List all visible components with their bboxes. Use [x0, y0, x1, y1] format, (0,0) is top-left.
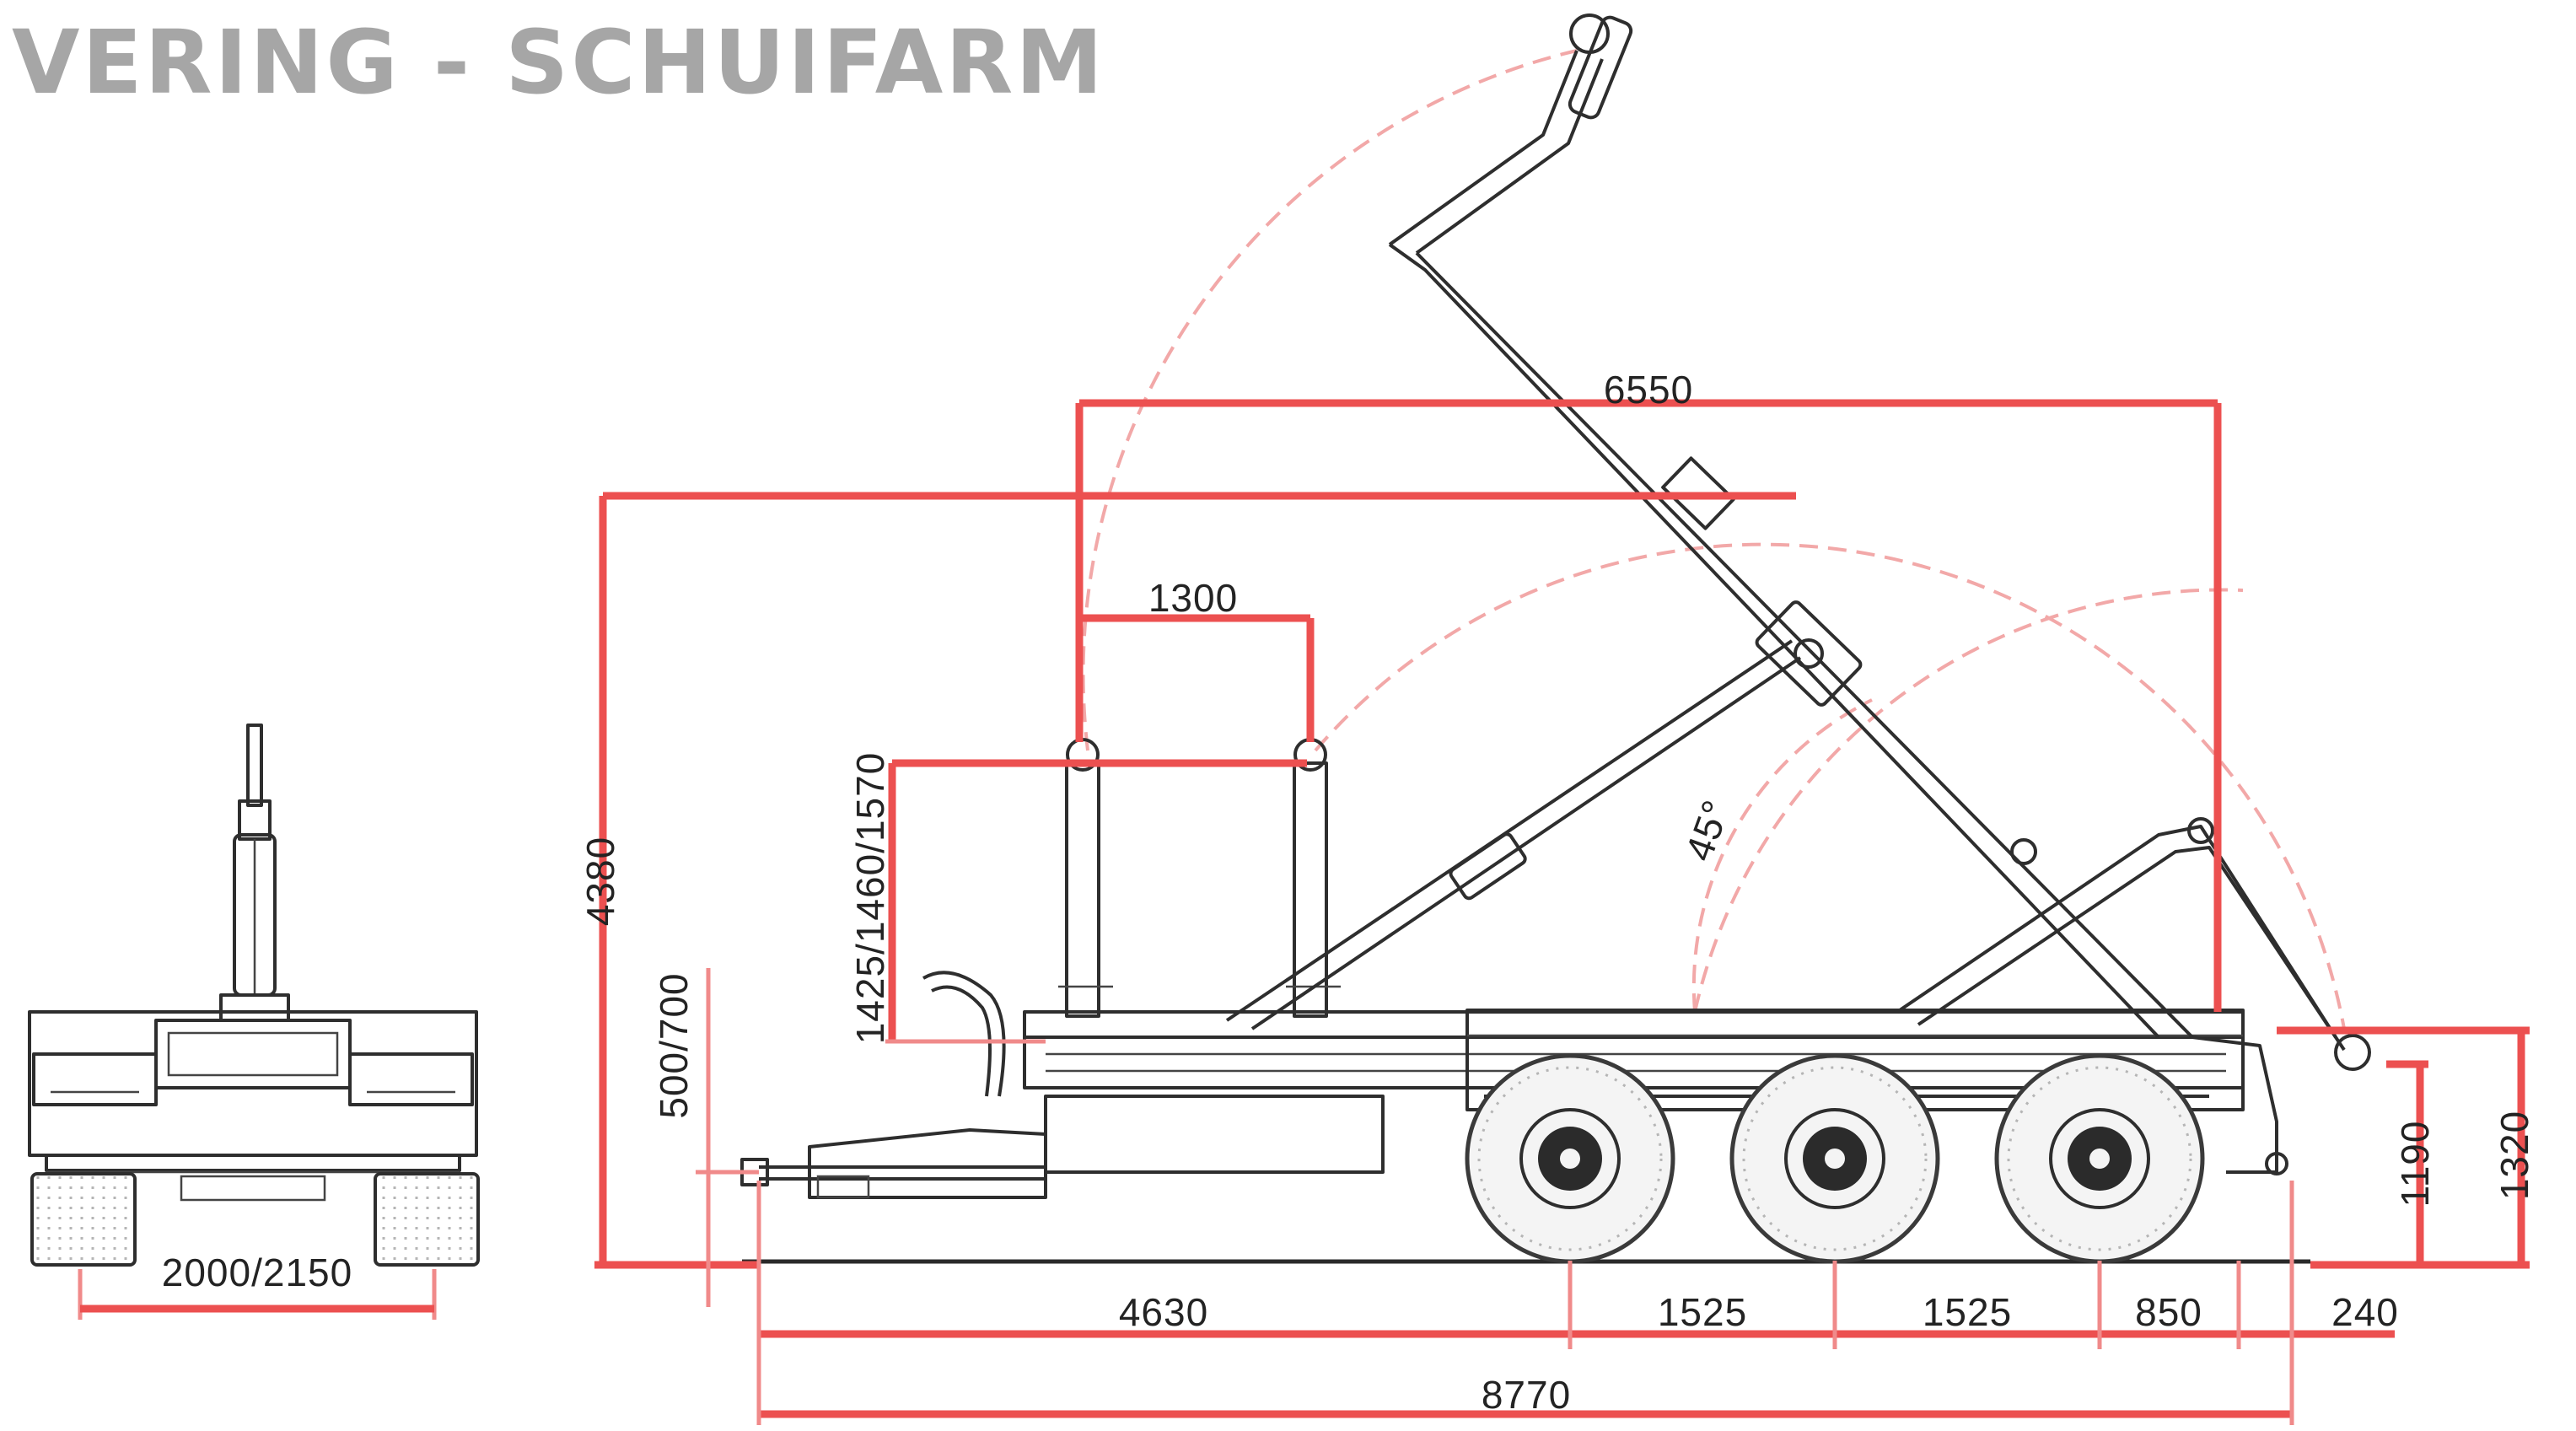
dim-rear-frame-height: 1190 — [2393, 1121, 2437, 1208]
wheel-2 — [1729, 1053, 1940, 1264]
dim-track-width: 2000/2150 — [162, 1251, 352, 1294]
wheel-1 — [1465, 1053, 1675, 1264]
dim-angle: 45° — [1676, 794, 1739, 867]
wheel-3 — [1994, 1053, 2205, 1264]
dim-axle-spacing-2: 1525 — [1923, 1290, 2012, 1334]
dim-overall-height: 4380 — [578, 837, 622, 926]
swing-arcs — [1081, 49, 2346, 1030]
drawing-title: VERING - SCHUIFARM — [12, 11, 1105, 114]
dim-axle3-to-rear: 850 — [2135, 1290, 2202, 1334]
rear-view — [28, 724, 480, 1320]
dim-hook-spacing: 1300 — [1148, 576, 1238, 620]
side-view — [740, 13, 2371, 1264]
dim-overall-length: 8770 — [1482, 1373, 1571, 1417]
dimension-lines — [594, 399, 2530, 1425]
dim-front-to-axle1: 4630 — [1119, 1290, 1208, 1334]
dim-hook-height: 1425/1460/1570 — [848, 752, 892, 1045]
dim-rear-arm-height: 1320 — [2493, 1111, 2536, 1200]
dim-axle-spacing-1: 1525 — [1658, 1290, 1747, 1334]
dim-arm-reach: 6550 — [1604, 368, 1693, 412]
dim-coupling-height: 500/700 — [652, 972, 696, 1118]
dim-rear-overhang: 240 — [2331, 1290, 2399, 1334]
